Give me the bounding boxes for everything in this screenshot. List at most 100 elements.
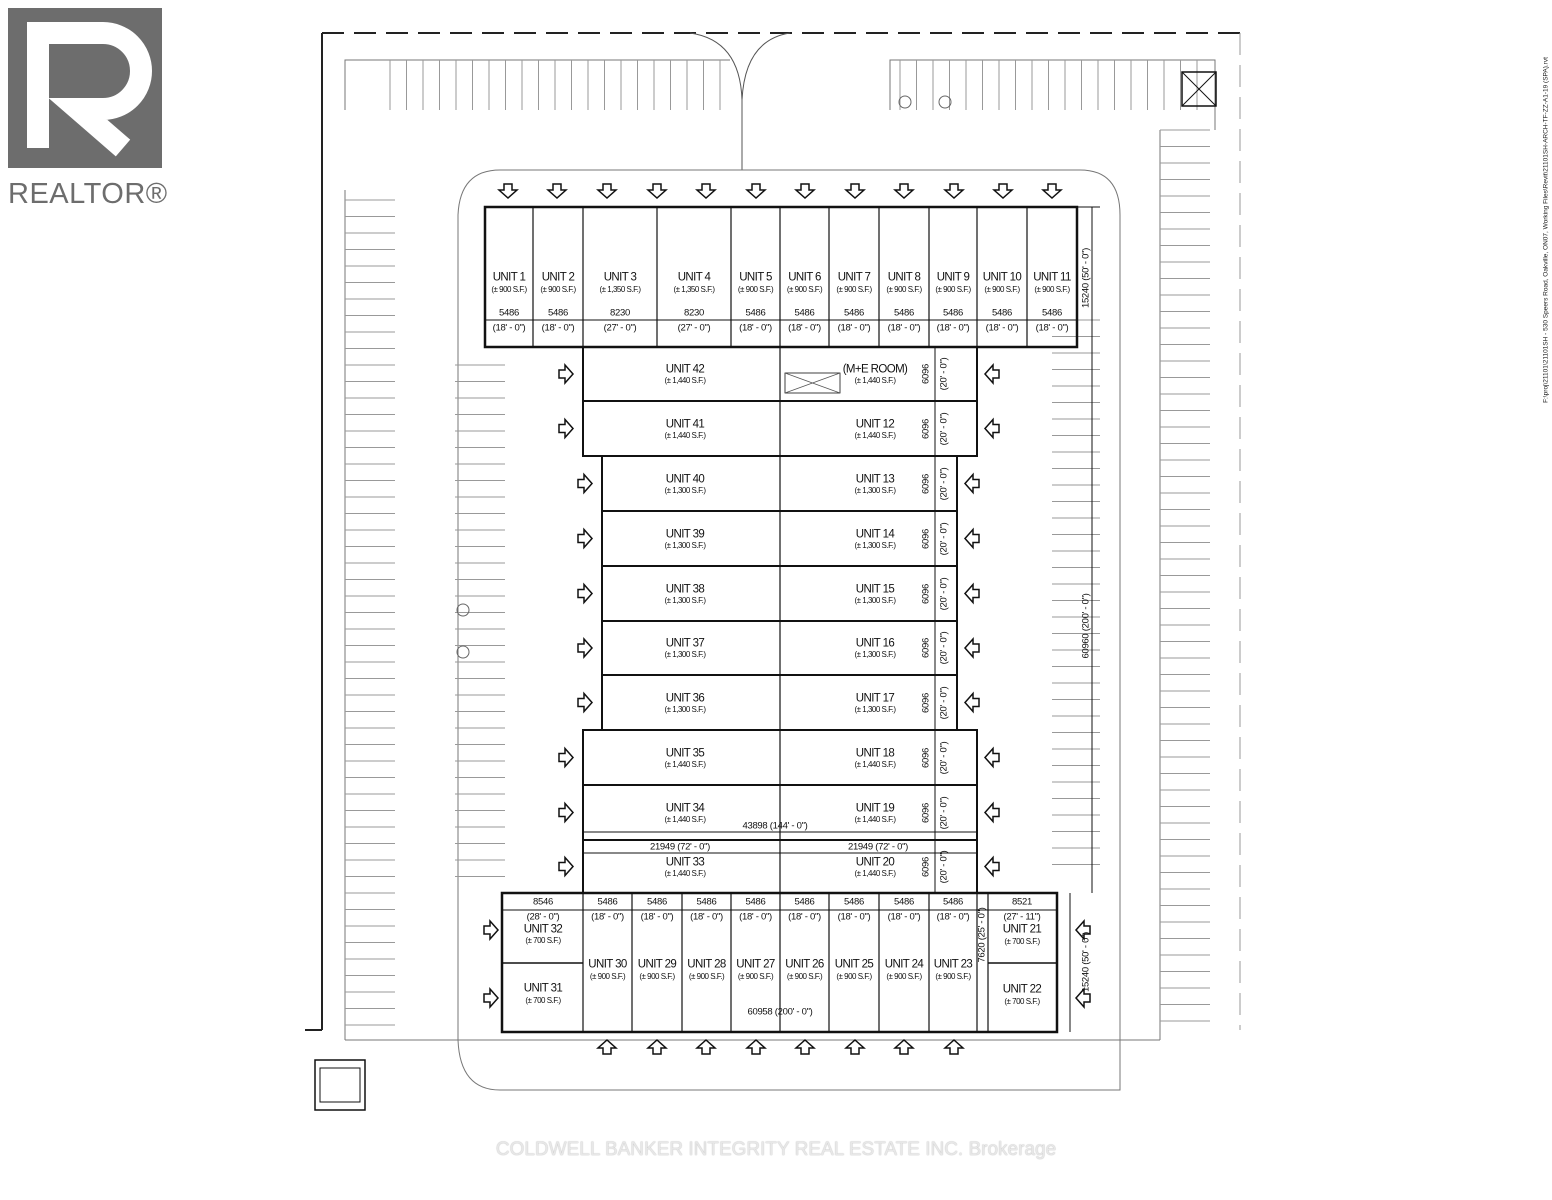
unit-depth-mm: 6096 <box>920 856 932 877</box>
unit-label: UNIT 13 <box>855 472 895 485</box>
unit-width-ft: (18' - 0") <box>788 322 821 334</box>
unit-depth-mm: 6096 <box>920 747 932 768</box>
unit-label: UNIT 22 <box>1002 983 1042 996</box>
unit-width-mm: 5486 <box>943 307 963 319</box>
entry-arrow-icon <box>483 987 500 1009</box>
entry-arrow-icon <box>943 183 965 200</box>
unit-width-mm: 5486 <box>794 896 815 908</box>
brokerage-watermark: COLDWELL BANKER INTEGRITY REAL ESTATE IN… <box>495 1139 1057 1160</box>
unit-area: (± 900 S.F.) <box>491 285 527 294</box>
unit-area: (± 900 S.F.) <box>836 972 872 981</box>
unit-area: (± 1,440 S.F.) <box>664 868 706 878</box>
unit-label: UNIT 27 <box>736 958 775 971</box>
unit-label: UNIT 42 <box>665 363 705 376</box>
unit-width-mm: 5486 <box>745 896 766 908</box>
unit-area: (± 1,300 S.F.) <box>854 485 896 495</box>
entry-arrow-icon <box>893 1038 915 1055</box>
unit-width-mm: 8230 <box>684 307 704 319</box>
unit-label: UNIT 41 <box>665 417 705 430</box>
entry-arrow-icon <box>983 746 1000 769</box>
unit-width-mm: 5486 <box>943 896 963 908</box>
total-length-dimension: 60960 (200' - 0") <box>1080 593 1092 659</box>
unit-area: (± 1,300 S.F.) <box>664 650 706 659</box>
unit-label: UNIT 36 <box>665 691 705 704</box>
unit-area: (± 900 S.F.) <box>935 285 971 294</box>
bottom-depth-dimension: 15240 (50' - 0") <box>1080 931 1092 993</box>
unit-area: (± 900 S.F.) <box>786 972 823 981</box>
unit-depth-ft: (20' - 0") <box>938 686 950 719</box>
bottom-width-dimension: 60958 (200' - 0") <box>747 1006 813 1018</box>
realtor-logo-text: REALTOR® <box>8 178 168 210</box>
unit-width-ft: (18' - 0") <box>492 322 526 334</box>
accessible-parking-icon <box>898 95 912 109</box>
unit-area: (± 1,440 S.F.) <box>854 376 896 385</box>
entry-arrow-icon <box>794 1038 816 1055</box>
unit-label: UNIT 9 <box>936 271 970 284</box>
unit-label: UNIT 38 <box>665 582 705 595</box>
unit-area: (± 900 S.F.) <box>886 285 922 294</box>
unit-width-mm: 5486 <box>794 307 815 319</box>
unit-width-ft: (18' - 0") <box>1035 322 1069 334</box>
top-depth-dimension: 15240 (50' - 0") <box>1080 247 1092 309</box>
unit-label: UNIT 34 <box>665 801 705 814</box>
entry-arrow-icon <box>963 527 980 550</box>
unit-depth-mm: 6096 <box>920 692 932 713</box>
unit-area: (± 1,300 S.F.) <box>664 595 706 605</box>
unit-depth-ft: (20' - 0") <box>938 631 950 665</box>
entry-arrow-icon <box>1074 987 1091 1009</box>
unit-width-ft: (18' - 0") <box>739 911 772 923</box>
unit-width-mm: 5486 <box>696 896 717 908</box>
unit-area: (± 1,300 S.F.) <box>854 595 896 605</box>
unit-width-ft: (18' - 0") <box>739 322 772 334</box>
unit-label: UNIT 3 <box>603 271 637 284</box>
entry-arrow-icon <box>1074 919 1091 941</box>
unit-area: (± 900 S.F.) <box>984 285 1020 294</box>
unit-depth-mm: 6096 <box>920 802 932 823</box>
unit-label: UNIT 24 <box>884 958 924 971</box>
unit-width-mm: 5486 <box>844 307 864 319</box>
unit-width-ft: (18' - 0") <box>591 911 624 923</box>
unit-label: UNIT 14 <box>855 527 895 540</box>
entry-arrow-icon <box>596 1038 618 1055</box>
unit-label: UNIT 30 <box>588 958 627 971</box>
transformer-pad <box>319 1067 361 1103</box>
entry-arrow-icon <box>577 472 594 495</box>
unit-area: (± 1,350 S.F.) <box>599 285 641 294</box>
unit-depth-ft: (20' - 0") <box>938 577 950 610</box>
entry-arrow-icon <box>695 1038 717 1055</box>
curb-outline <box>457 169 1121 1091</box>
unit-area: (± 1,300 S.F.) <box>664 540 706 550</box>
unit-area: (± 1,440 S.F.) <box>664 814 706 824</box>
unit-depth-ft: (20' - 0") <box>938 741 950 774</box>
unit-label: UNIT 35 <box>665 746 705 759</box>
unit-label: UNIT 20 <box>855 855 895 868</box>
entry-arrow-icon <box>558 363 575 385</box>
entry-arrow-icon <box>546 183 568 200</box>
entry-arrow-icon <box>983 855 1000 878</box>
entry-arrow-icon <box>983 417 1000 440</box>
unit-area: (± 700 S.F.) <box>525 936 561 945</box>
entry-arrow-icon <box>745 1038 767 1055</box>
entry-arrow-icon <box>943 1038 965 1055</box>
unit-area: (± 700 S.F.) <box>1004 937 1040 946</box>
unit-width-ft: (18' - 0") <box>985 322 1019 334</box>
driveway-entrance <box>689 32 791 170</box>
unit-area: (± 900 S.F.) <box>737 285 774 294</box>
unit-depth-mm: 6096 <box>920 364 932 384</box>
equipment-symbol <box>1181 71 1217 107</box>
unit-width-mm: 5486 <box>992 307 1012 319</box>
unit-label: UNIT 32 <box>523 923 563 936</box>
unit-width-ft: (28' - 0") <box>526 911 560 923</box>
unit-label: UNIT 18 <box>855 746 895 759</box>
unit-label: UNIT 23 <box>933 958 973 971</box>
entry-arrow-icon <box>695 183 717 200</box>
unit-label: UNIT 16 <box>855 637 895 650</box>
unit-label: UNIT 10 <box>982 271 1022 284</box>
entry-arrow-icon <box>963 637 980 659</box>
entry-arrow-icon <box>646 183 668 200</box>
entry-arrow-icon <box>893 183 915 200</box>
unit-label: UNIT 5 <box>739 271 772 284</box>
unit-label: UNIT 19 <box>855 801 895 814</box>
unit-area: (± 1,300 S.F.) <box>664 485 706 495</box>
unit-label: UNIT 33 <box>665 855 705 868</box>
